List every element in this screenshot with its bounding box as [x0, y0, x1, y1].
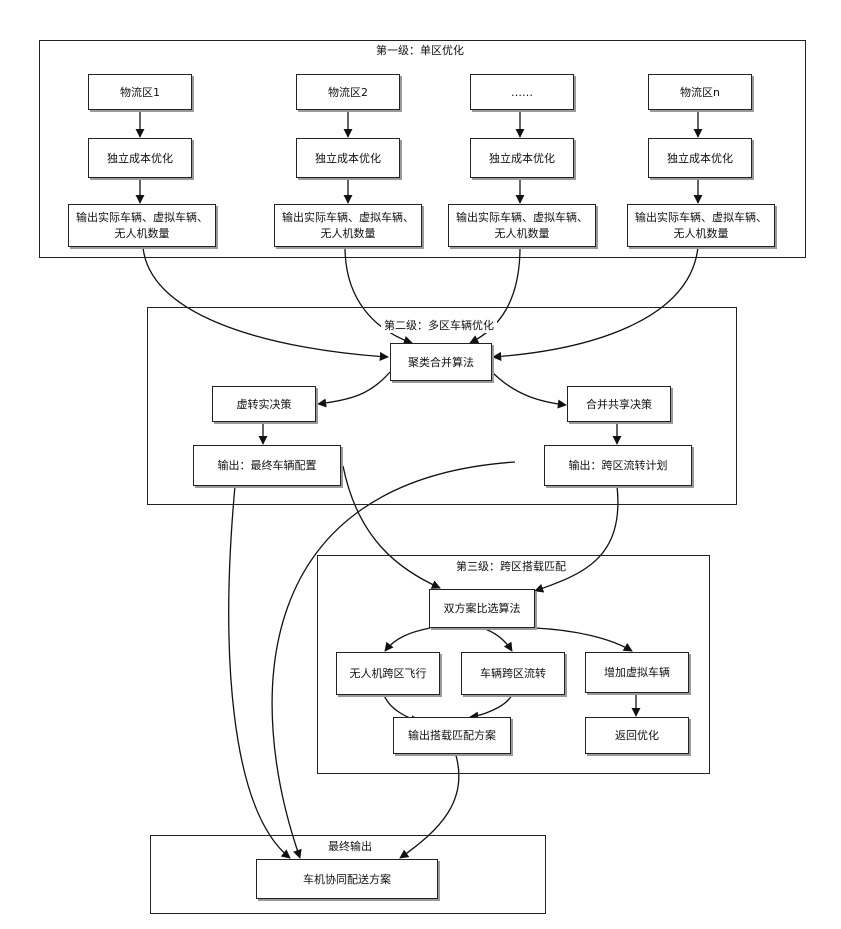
- level2-title: 第二级：多区车辆优化: [381, 317, 497, 333]
- return-optimize-node: 返回优化: [585, 717, 689, 754]
- zone-2-node: 物流区2: [296, 74, 400, 110]
- vehicle-drone-delivery-plan-node: 车机协同配送方案: [256, 859, 438, 899]
- virtual-to-real-decision-node: 虚转实决策: [212, 386, 316, 422]
- cross-zone-transfer-plan-node: 输出：跨区流转计划: [544, 445, 692, 486]
- optimize-3-node: 独立成本优化: [470, 138, 574, 178]
- level3-title: 第三级：跨区搭载匹配: [453, 558, 569, 574]
- level1-title: 第一级：单区优化: [373, 42, 467, 58]
- zone-1-node: 物流区1: [88, 74, 192, 110]
- output-count-n-node: 输出实际车辆、虚拟车辆、无人机数量: [627, 204, 775, 247]
- vehicle-cross-zone-transfer-node: 车辆跨区流转: [461, 652, 565, 695]
- arrow-config-to-final: [229, 486, 290, 858]
- zone-ellipsis-node: ……: [470, 74, 574, 110]
- zone-n-node: 物流区n: [648, 74, 752, 110]
- output-count-3-node: 输出实际车辆、虚拟车辆、无人机数量: [448, 204, 596, 247]
- final-vehicle-config-node: 输出：最终车辆配置: [193, 445, 341, 486]
- output-count-2-node: 输出实际车辆、虚拟车辆、无人机数量: [274, 204, 422, 247]
- optimize-n-node: 独立成本优化: [648, 138, 752, 178]
- drone-cross-zone-flight-node: 无人机跨区飞行: [336, 652, 440, 695]
- optimize-2-node: 独立成本优化: [296, 138, 400, 178]
- dual-plan-algorithm-node: 双方案比选算法: [429, 589, 535, 628]
- optimize-1-node: 独立成本优化: [88, 138, 192, 178]
- cluster-merge-node: 聚类合并算法: [390, 343, 492, 381]
- output-count-1-node: 输出实际车辆、虚拟车辆、无人机数量: [68, 204, 216, 247]
- add-virtual-vehicle-node: 增加虚拟车辆: [585, 652, 689, 693]
- final-title: 最终输出: [325, 838, 375, 854]
- merge-share-decision-node: 合并共享决策: [567, 386, 671, 422]
- output-match-plan-node: 输出搭载匹配方案: [393, 717, 511, 754]
